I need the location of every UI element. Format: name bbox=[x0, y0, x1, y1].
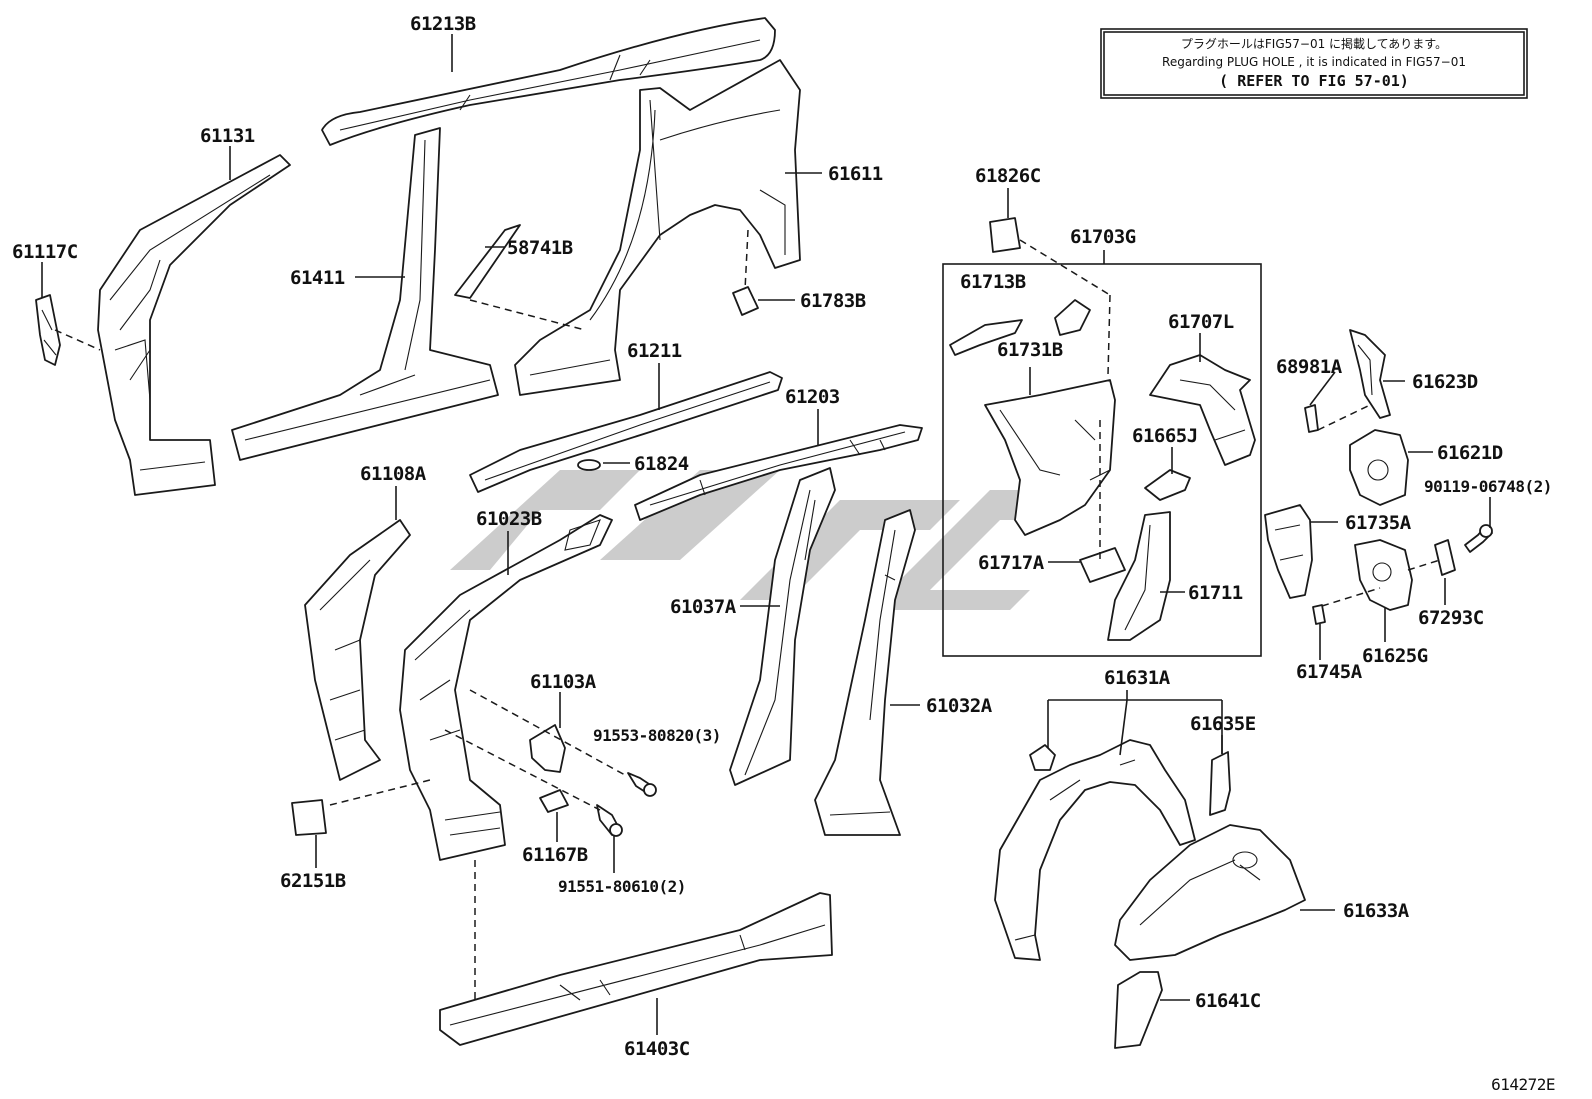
label-61717A: 61717A bbox=[978, 552, 1045, 574]
part-61108A-pillar-reinf bbox=[304, 519, 411, 781]
part-61713B-bracket bbox=[1054, 299, 1091, 336]
label-61032A: 61032A bbox=[926, 695, 993, 717]
figure-id: 614272E bbox=[1491, 1075, 1555, 1094]
part-61641C bbox=[1114, 971, 1163, 1049]
part-61403C-rocker-inner bbox=[439, 892, 833, 1046]
part-61665J bbox=[1144, 469, 1191, 501]
part-61117C-bracket bbox=[35, 294, 61, 366]
label-67293C: 67293C bbox=[1418, 607, 1484, 629]
part-67293C bbox=[1434, 539, 1456, 576]
part-61717A bbox=[1079, 547, 1126, 583]
label-61623D: 61623D bbox=[1412, 371, 1478, 393]
part-61611-quarter-panel bbox=[514, 59, 801, 396]
part-62151B-pad bbox=[291, 799, 327, 836]
label-61117C: 61117C bbox=[12, 241, 78, 263]
part-61621D bbox=[1349, 429, 1409, 506]
label-61611: 61611 bbox=[828, 163, 883, 185]
label-90119-06748: 90119-06748(2) bbox=[1424, 477, 1552, 496]
part-68981A bbox=[1304, 404, 1319, 433]
note-line-jp: プラグホールはFIG57−01 に掲載してあります。 bbox=[1181, 36, 1447, 51]
part-61211-roof-rail-inner bbox=[469, 371, 783, 493]
part-61633A bbox=[1114, 824, 1306, 961]
label-61023B: 61023B bbox=[476, 508, 542, 530]
label-61203: 61203 bbox=[785, 386, 840, 408]
label-61167B: 61167B bbox=[522, 844, 588, 866]
label-61211: 61211 bbox=[627, 340, 682, 362]
note-line-en: Regarding PLUG HOLE , it is indicated in… bbox=[1162, 55, 1466, 69]
label-61824: 61824 bbox=[634, 453, 689, 475]
label-61213B: 61213B bbox=[410, 13, 476, 35]
label-61731B: 61731B bbox=[997, 339, 1063, 361]
label-61103A: 61103A bbox=[530, 671, 597, 693]
note-line-ref: ( REFER TO FIG 57-01) bbox=[1219, 72, 1409, 90]
label-61411: 61411 bbox=[290, 267, 345, 289]
label-61633A: 61633A bbox=[1343, 900, 1410, 922]
group-box-61703G bbox=[942, 263, 1262, 657]
label-58741B: 58741B bbox=[507, 237, 573, 259]
leader-lines bbox=[41, 34, 1491, 1035]
part-61131-front-pillar bbox=[97, 154, 291, 496]
label-68981A: 68981A bbox=[1276, 356, 1343, 378]
part-61032A-center-pillar-inner bbox=[814, 509, 916, 836]
label-62151B: 62151B bbox=[280, 870, 346, 892]
part-61707L bbox=[1149, 354, 1256, 466]
part-61631A-bracket bbox=[1029, 744, 1056, 771]
label-61635E: 61635E bbox=[1190, 713, 1256, 735]
label-61108A: 61108A bbox=[360, 463, 427, 485]
label-91551-80610: 91551-80610(2) bbox=[558, 877, 686, 896]
part-61023B-pillar-inner bbox=[399, 514, 613, 861]
watermark-logo bbox=[450, 470, 1090, 610]
part-61203-reinforcement bbox=[634, 424, 923, 521]
label-61621D: 61621D bbox=[1437, 442, 1503, 464]
label-61131: 61131 bbox=[200, 125, 255, 147]
part-61745A bbox=[1312, 604, 1326, 625]
label-61641C: 61641C bbox=[1195, 990, 1261, 1012]
label-61745A: 61745A bbox=[1296, 661, 1363, 683]
label-91553-80820: 91553-80820(3) bbox=[593, 726, 721, 745]
part-labels: 61213B 61131 61117C 61411 58741B 61611 6… bbox=[12, 13, 1552, 1060]
bolt-90119-06748 bbox=[1464, 524, 1493, 553]
bolt-91551-80610 bbox=[596, 804, 623, 837]
part-61167B-clip bbox=[539, 789, 569, 813]
part-61411-rocker-outer bbox=[231, 127, 499, 461]
part-61631A-wheel-house bbox=[994, 739, 1196, 961]
label-61826C: 61826C bbox=[975, 165, 1041, 187]
label-61711: 61711 bbox=[1188, 582, 1243, 604]
dashed-connectors bbox=[54, 229, 1441, 1000]
part-61824-plug bbox=[577, 459, 601, 471]
label-61037A: 61037A bbox=[670, 596, 737, 618]
part-61623D bbox=[1349, 329, 1391, 419]
part-61826C-pad bbox=[989, 217, 1021, 253]
part-61731B bbox=[984, 379, 1116, 536]
part-61711 bbox=[1107, 511, 1171, 641]
part-61735A bbox=[1264, 504, 1313, 599]
part-61713B bbox=[949, 319, 1023, 356]
label-61631A: 61631A bbox=[1104, 667, 1171, 689]
bolt-91553-80820 bbox=[627, 772, 657, 797]
label-61783B: 61783B bbox=[800, 290, 866, 312]
part-61213B-roof-rail bbox=[321, 17, 776, 146]
label-61665J: 61665J bbox=[1132, 425, 1198, 447]
reference-note: プラグホールはFIG57−01 に掲載してあります。 Regarding PLU… bbox=[1100, 28, 1528, 99]
label-61403C: 61403C bbox=[624, 1038, 690, 1060]
part-61783B-pad bbox=[732, 286, 759, 316]
part-61625G bbox=[1354, 539, 1413, 611]
part-61635E bbox=[1209, 751, 1231, 816]
label-61707L: 61707L bbox=[1168, 311, 1234, 333]
label-61713B: 61713B bbox=[960, 271, 1026, 293]
label-61703G: 61703G bbox=[1070, 226, 1136, 248]
part-58741B-strip bbox=[454, 224, 521, 299]
part-61037A-center-pillar bbox=[729, 467, 836, 786]
label-61735A: 61735A bbox=[1345, 512, 1412, 534]
label-61625G: 61625G bbox=[1362, 645, 1428, 667]
